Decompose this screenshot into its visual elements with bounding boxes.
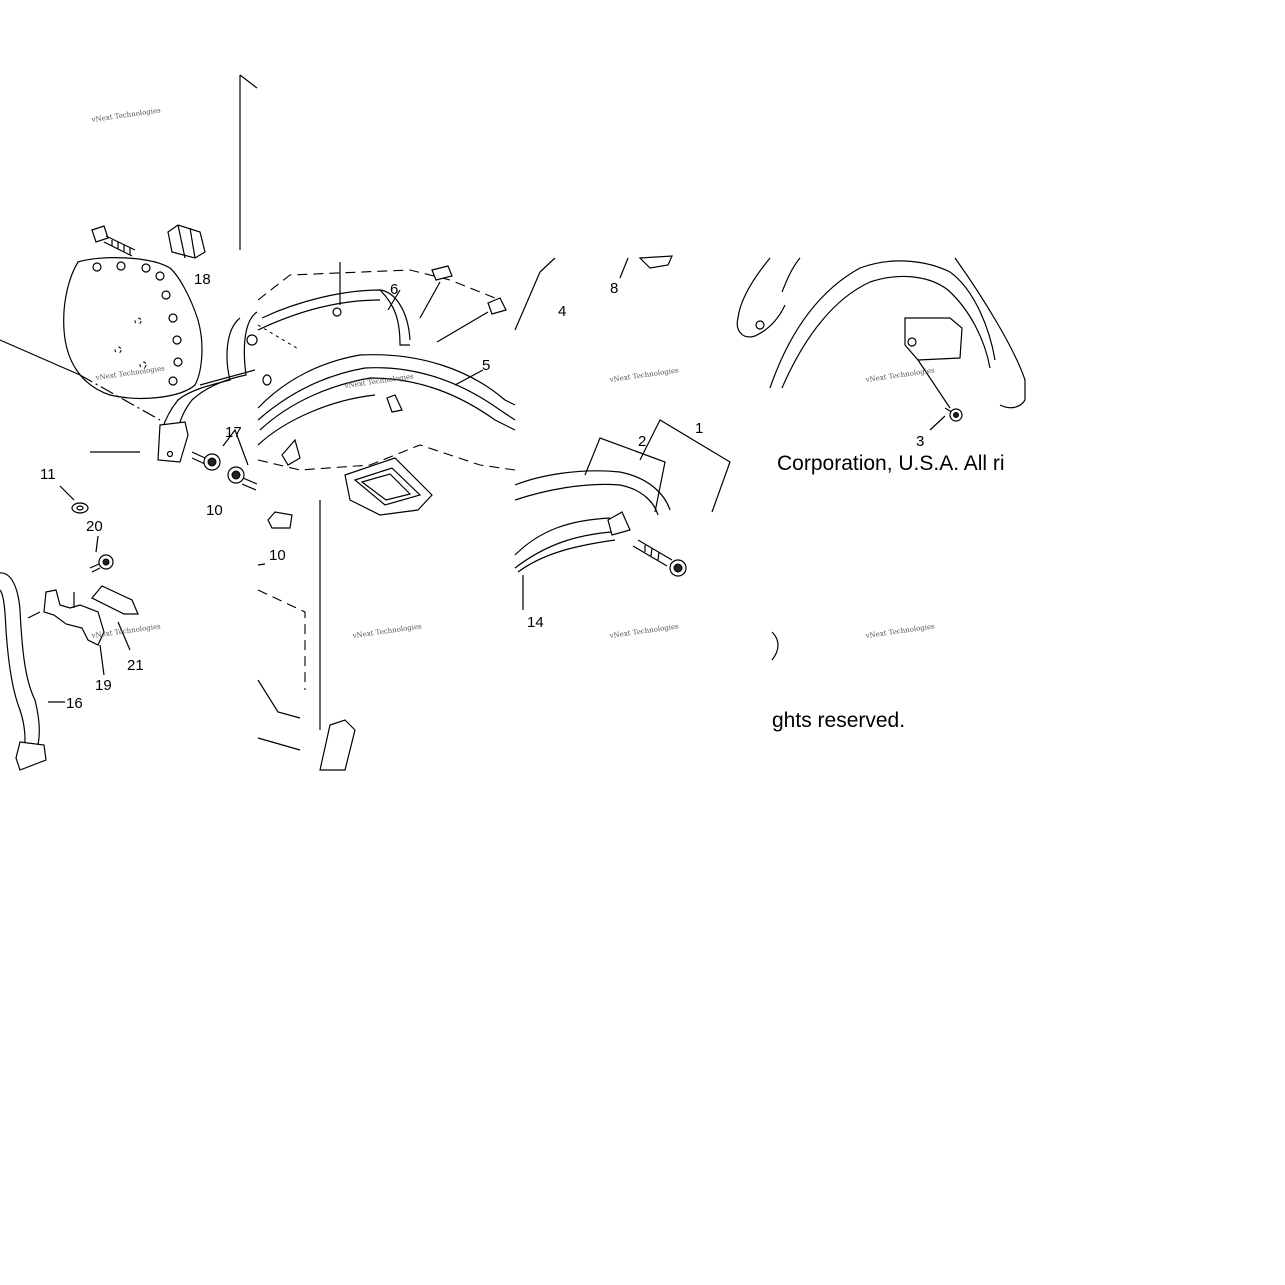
- backrest-pad: [63, 257, 203, 399]
- copyright-text-part2: ghts reserved.: [772, 709, 906, 732]
- backrest-frame: [157, 311, 258, 463]
- watermark-3: vNext Technologies: [343, 372, 414, 390]
- callout-labels: 1 2 3 4 5 6 8 10 10 11 14 16 17 18 19 20…: [40, 271, 924, 712]
- callout-10-a: 10: [206, 502, 223, 519]
- rear-bracket: [319, 719, 356, 771]
- watermark-5: vNext Technologies: [864, 366, 935, 384]
- callout-21: 21: [127, 657, 144, 674]
- bolt-20: [89, 535, 114, 573]
- bolt-top-left: [91, 225, 136, 257]
- callout-20: 20: [86, 518, 103, 535]
- leader-line-left: [0, 339, 81, 376]
- callout-19: 19: [95, 677, 112, 694]
- watermark-8: vNext Technologies: [608, 622, 679, 640]
- bolt-3: [929, 407, 963, 431]
- clamp-19: [27, 589, 105, 676]
- frame-corner: [239, 74, 258, 89]
- callout-11: 11: [40, 466, 56, 483]
- callout-16: 16: [66, 695, 83, 712]
- callout-10-b: 10: [269, 547, 286, 564]
- callout-4: 4: [558, 303, 566, 320]
- tile-flap: [514, 255, 731, 610]
- callout-3: 3: [916, 433, 924, 450]
- callout-8: 8: [610, 280, 618, 297]
- tile-left: [0, 74, 258, 771]
- arc-mark: [771, 631, 779, 661]
- callout-2: 2: [638, 433, 646, 450]
- fender-tab-b: [281, 438, 301, 466]
- watermark-9: vNext Technologies: [864, 622, 935, 640]
- bolt-17-b: [227, 466, 258, 491]
- fender-stay-block: [904, 317, 963, 361]
- watermark-7: vNext Technologies: [351, 622, 422, 640]
- watermark-4: vNext Technologies: [608, 366, 679, 384]
- callout-1: 1: [695, 420, 703, 437]
- flap-bolt: [632, 539, 687, 577]
- tile-fender: [246, 262, 516, 771]
- upright-bracket: [167, 224, 206, 259]
- tile-right: [736, 257, 1026, 661]
- license-light: [344, 457, 433, 516]
- grommet-right: [487, 297, 507, 315]
- grommet-top: [431, 265, 453, 281]
- fender-hole-top: [332, 307, 342, 317]
- tube-16: [0, 572, 65, 771]
- pad-21: [91, 585, 139, 651]
- callout-17: 17: [225, 424, 242, 441]
- callout-5: 5: [482, 357, 490, 374]
- leader-line-mid: [79, 374, 161, 421]
- watermarks: vNext Technologies vNext Technologies vN…: [90, 106, 935, 640]
- washer-11: [59, 485, 89, 514]
- watermark-1: vNext Technologies: [90, 106, 161, 124]
- leader-17: [222, 428, 249, 466]
- bolt-17-a: [191, 451, 221, 471]
- fender-tab-a: [267, 511, 293, 529]
- copyright-text-part1: Corporation, U.S.A. All ri: [777, 452, 1005, 475]
- callout-14: 14: [527, 614, 544, 631]
- callout-6: 6: [390, 281, 398, 298]
- callout-18: 18: [194, 271, 211, 288]
- fender-tab-c: [386, 394, 403, 413]
